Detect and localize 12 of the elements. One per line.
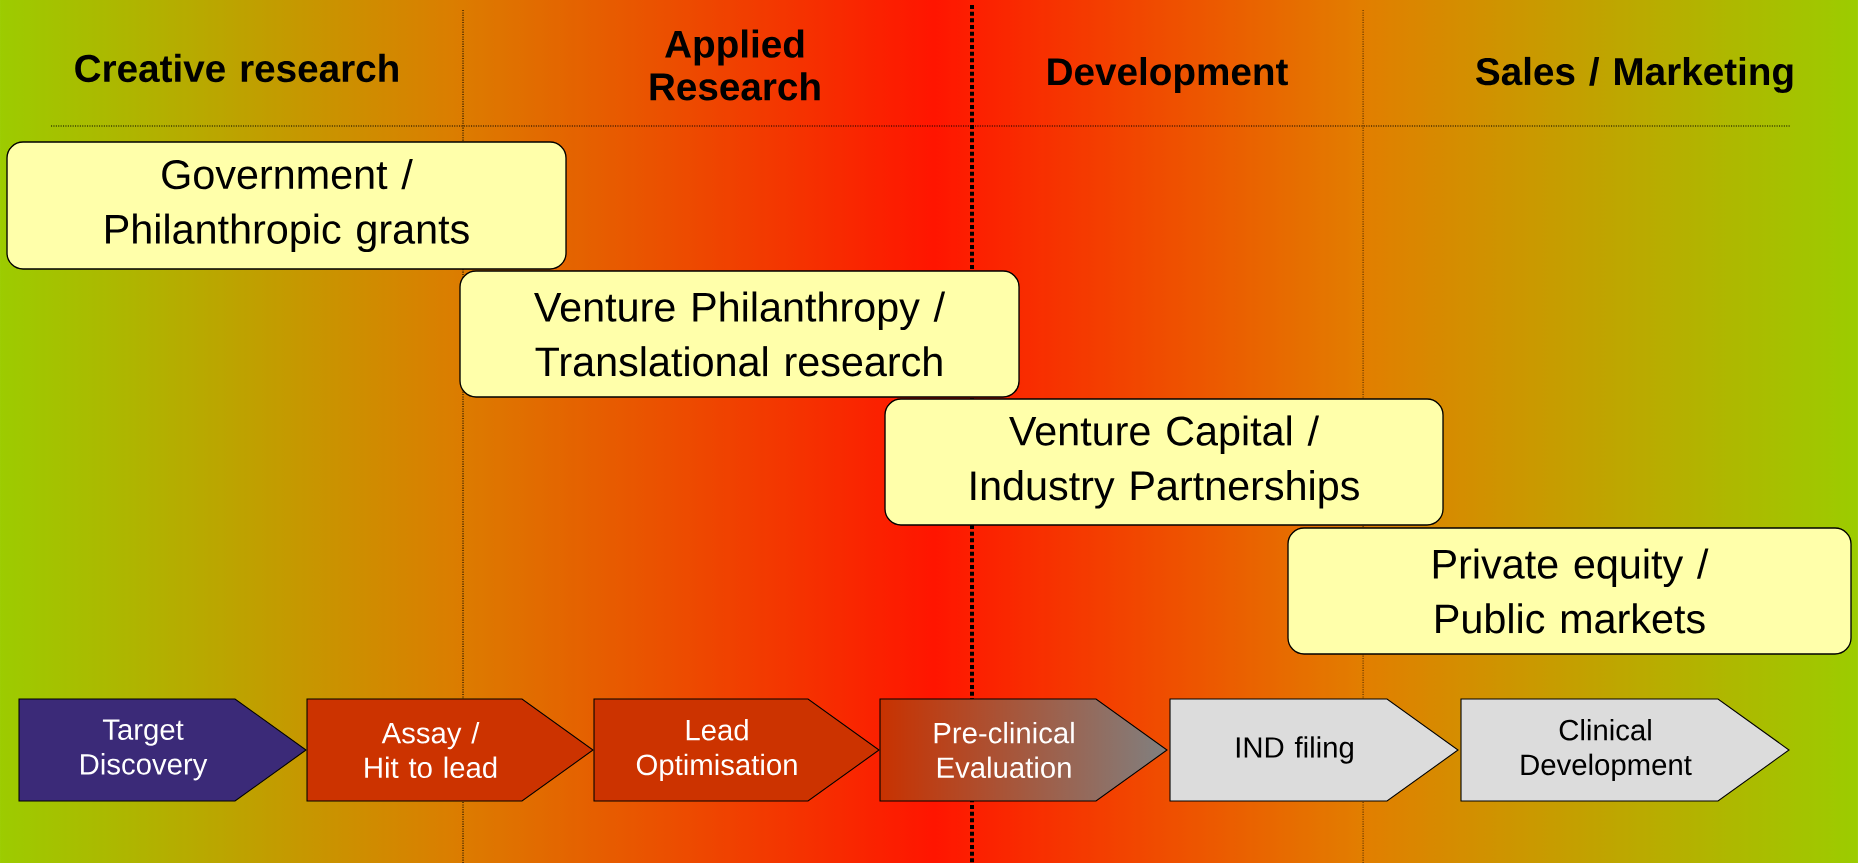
- process-step: Target Discovery: [18, 698, 307, 802]
- process-step: Lead Optimisation: [593, 698, 880, 802]
- section-heading: Development: [1048, 56, 1288, 93]
- funding-box: Venture Capital / Industry Partnerships: [884, 398, 1444, 526]
- process-step: Assay / Hit to lead: [306, 698, 594, 802]
- funding-box: Private equity / Public markets: [1287, 527, 1852, 655]
- section-heading: Applied Research: [650, 29, 820, 101]
- section-heading: Sales / Marketing: [1476, 56, 1793, 94]
- funding-box: Venture Philanthropy / Translational research: [459, 270, 1020, 398]
- process-step: IND filing: [1169, 698, 1459, 802]
- funding-box: Government / Philanthropic grants: [6, 141, 567, 270]
- section-heading: Creative research: [75, 53, 398, 83]
